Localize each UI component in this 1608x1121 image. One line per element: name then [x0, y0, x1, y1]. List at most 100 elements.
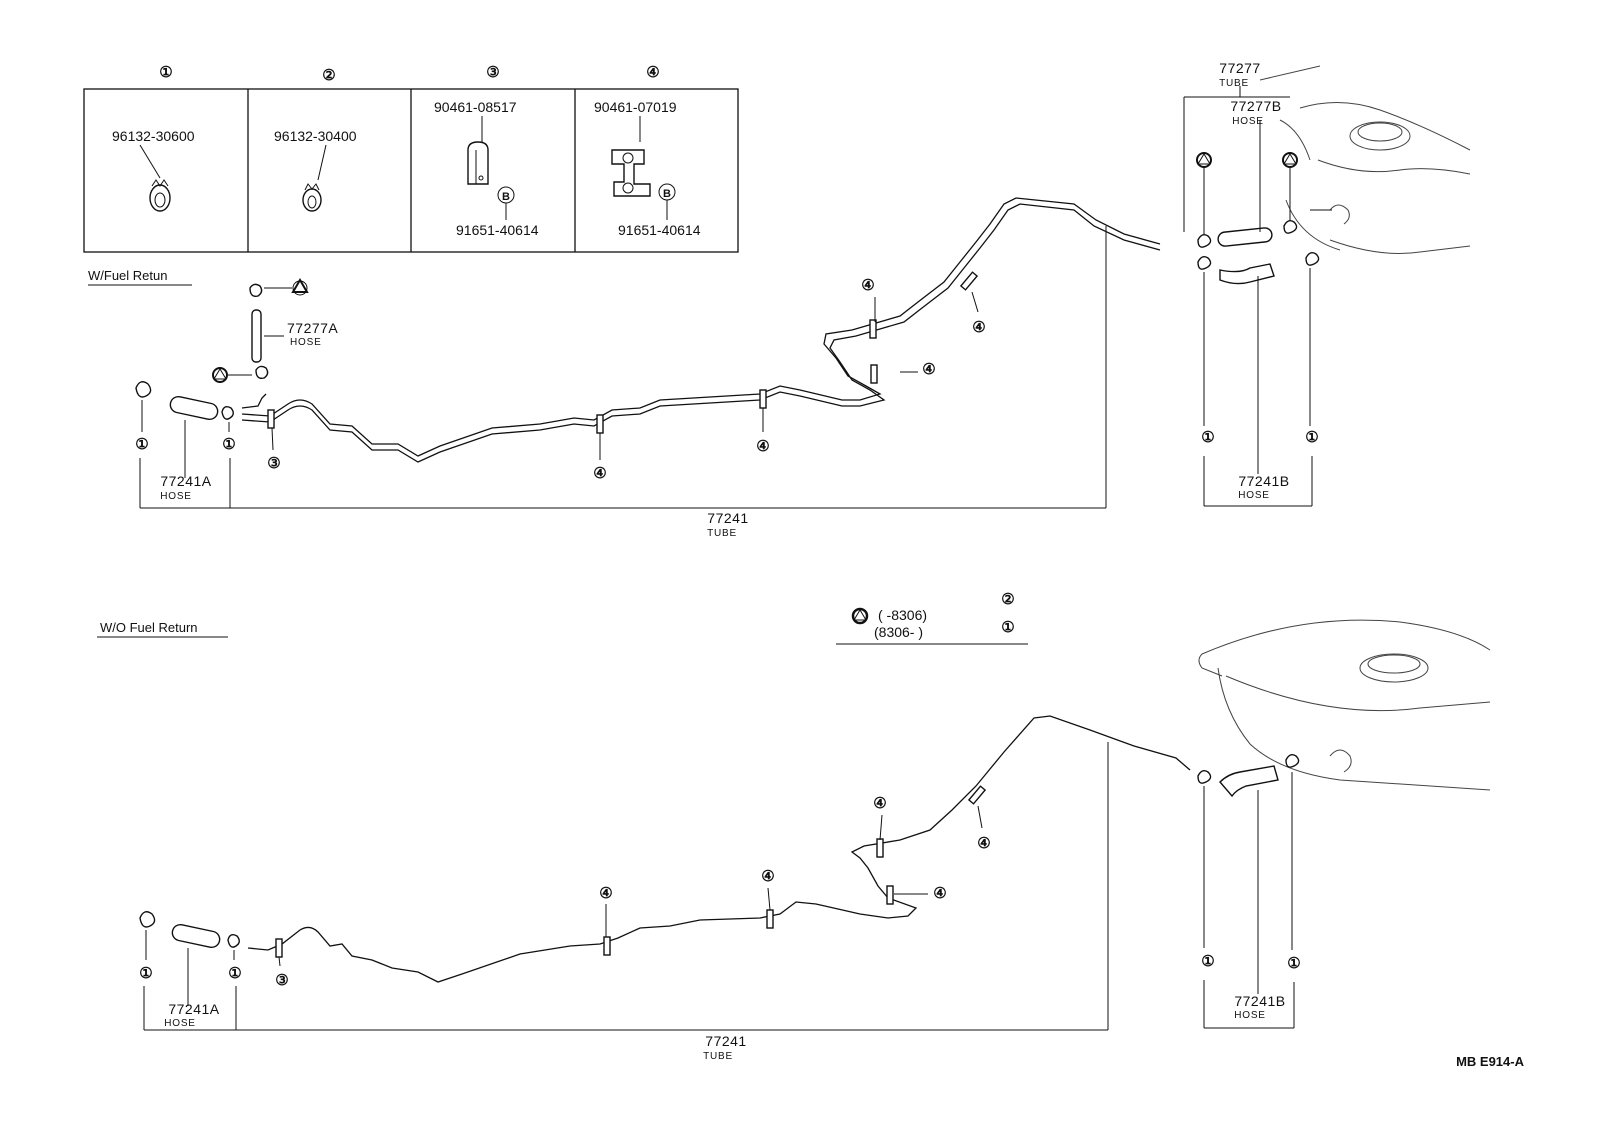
hose-77241a-lower: 77241A HOSE: [139, 911, 240, 1030]
tube-clamps-upper: [267, 271, 979, 434]
clamp-4-marker: [876, 838, 884, 858]
clamp-table: ① ② ③ ④ 96132-30600 96132-30400 90461-08…: [83, 64, 739, 253]
hose-clamp-icon: [255, 365, 269, 380]
callout-4: ④: [593, 465, 606, 482]
callout-1: ①: [1287, 955, 1300, 972]
callout-1: ①: [1201, 429, 1214, 446]
section-label-without-return: W/O Fuel Return: [100, 620, 198, 635]
legend-range-before: ( -8306): [878, 607, 927, 623]
hose-clamp-icon: [139, 911, 156, 928]
part-type-hose: HOSE: [164, 1018, 196, 1029]
hose-clamp-icon: [1283, 219, 1298, 234]
part-label-77277: 77277: [1219, 60, 1260, 76]
tube-clamp-icon: [467, 141, 489, 185]
callout-4: ④: [972, 319, 985, 336]
legend-clamp-1: ①: [1001, 619, 1014, 636]
diagram-code: MB E914-A: [1456, 1054, 1525, 1069]
tube-77241-bracket-lower: 77241 TUBE: [144, 742, 1294, 1062]
fuel-tank: [1198, 619, 1491, 791]
hose-77241a-upper: 77241A HOSE: [135, 381, 234, 508]
hose-77241b-lower: 77241B HOSE: [1197, 753, 1300, 1028]
hose-clamp-icon: [221, 405, 234, 420]
hose-clamp-icon: [302, 183, 322, 212]
callouts-lower: ① ① ③ ④ ④ ④ ④ ④ ① ①: [139, 795, 1300, 989]
clamp-4-marker: [596, 414, 604, 434]
fuel-tube-77241: [241, 197, 1161, 463]
hose-clamp-icon: [1285, 753, 1300, 768]
hose-clamp-icon: [135, 381, 152, 398]
clamp-3-marker: [267, 409, 275, 429]
part-number-90461-08517: 90461-08517: [434, 99, 517, 115]
callout-1: ①: [222, 436, 235, 453]
callout-4: ④: [922, 361, 935, 378]
part-number-96132-30600: 96132-30600: [112, 128, 195, 144]
part-label-77241b: 77241B: [1234, 993, 1285, 1009]
part-number-90461-07019: 90461-07019: [594, 99, 677, 115]
triangle-marker: [212, 367, 228, 383]
part-type-tube: TUBE: [1219, 78, 1249, 89]
legend-clamp-2: ②: [1001, 591, 1014, 608]
callout-4: ④: [756, 438, 769, 455]
column-header-2: ②: [322, 67, 335, 84]
part-number-96132-30400: 96132-30400: [274, 128, 357, 144]
clamp-4-marker: [759, 389, 767, 409]
callout-1: ①: [135, 436, 148, 453]
hose-clamp-icon: [1197, 233, 1212, 248]
callout-1: ①: [1201, 953, 1214, 970]
part-type-hose: HOSE: [1234, 1010, 1266, 1021]
column-header-1: ①: [159, 64, 172, 81]
clamp-4-marker: [959, 271, 979, 291]
callout-4: ④: [933, 885, 946, 902]
lower-assembly: W/O Fuel Return ① ① ③ ④ ④ ④: [97, 619, 1491, 1062]
part-label-77241a: 77241A: [160, 473, 211, 489]
hose-clamp-icon: [1197, 255, 1212, 270]
clamp-4-marker: [967, 785, 987, 805]
hose-77277b: [1217, 227, 1273, 247]
part-type-hose: HOSE: [160, 491, 192, 502]
part-number-91651-40614: 91651-40614: [618, 222, 701, 238]
part-type-hose: HOSE: [290, 337, 322, 348]
hose-clamp-icon: [227, 933, 240, 948]
clamp-4-marker: [886, 885, 894, 905]
section-label-with-return: W/Fuel Retun: [88, 268, 167, 283]
part-type-hose: HOSE: [1232, 116, 1264, 127]
bolt-b-label: B: [663, 188, 671, 200]
tube-77241-bracket-upper: 77241 TUBE: [140, 226, 1312, 539]
clamp-4-marker: [869, 319, 877, 339]
part-label-77241: 77241: [705, 1033, 746, 1049]
hose-clamp-icon: [249, 283, 263, 298]
part-type-hose: HOSE: [1238, 490, 1270, 501]
hose-clamp-icon: [1305, 251, 1320, 266]
callout-1: ①: [228, 965, 241, 982]
clamp-4-marker: [766, 909, 774, 929]
triangle-marker: [1196, 152, 1212, 168]
callout-4: ④: [861, 277, 874, 294]
fuel-tank: [1259, 65, 1471, 254]
part-type-tube: TUBE: [703, 1051, 733, 1062]
part-label-77241b: 77241B: [1238, 473, 1289, 489]
callouts-upper: ① ① ③ ④ ④ ④ ④ ④ ① ①: [135, 277, 1318, 482]
part-type-tube: TUBE: [707, 528, 737, 539]
callout-4: ④: [761, 868, 774, 885]
callout-1: ①: [139, 965, 152, 982]
callout-1: ①: [1305, 429, 1318, 446]
double-tube-clamp-icon: [611, 149, 651, 197]
callout-4: ④: [977, 835, 990, 852]
callout-4: ④: [599, 885, 612, 902]
part-label-77241: 77241: [707, 510, 748, 526]
part-label-77241a: 77241A: [168, 1001, 219, 1017]
legend-range-after: (8306- ): [874, 624, 923, 640]
callout-4: ④: [873, 795, 886, 812]
hose-77277a: 77277A HOSE: [212, 278, 338, 383]
callout-3: ③: [267, 455, 280, 472]
hose-77241b: [1219, 263, 1275, 285]
hoses-right-upper: 77277 TUBE 77277B HOSE 77241B HOSE: [1183, 60, 1320, 506]
hose-clamp-icon: [149, 179, 171, 212]
clamp-4-marker: [870, 364, 878, 384]
column-header-4: ④: [646, 64, 659, 81]
triangle-marker: [291, 278, 309, 293]
triangle-marker: [851, 607, 869, 625]
part-label-77277b: 77277B: [1230, 98, 1281, 114]
